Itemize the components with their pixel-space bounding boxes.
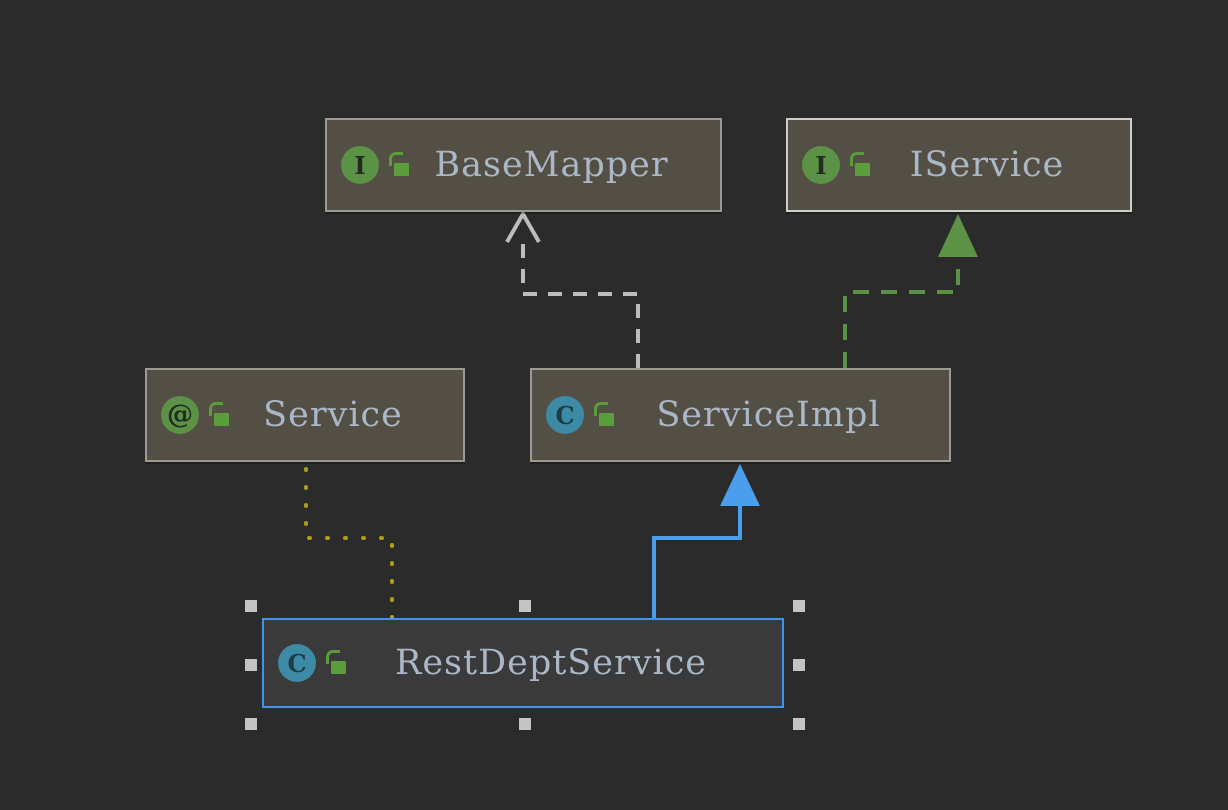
- edge-line-restdeptservice-serviceimpl: [652, 506, 742, 618]
- class-circle-icon: C: [546, 396, 584, 434]
- arrowhead-filled-triangle-iservice: [938, 214, 978, 257]
- node-service[interactable]: @ Service: [145, 368, 465, 462]
- handle-top-left[interactable]: [245, 600, 257, 612]
- node-title-service: Service: [263, 394, 403, 435]
- edge-serviceimpl-to-basemapper[interactable]: [505, 209, 640, 368]
- unlocked-padlock-icon: [848, 152, 870, 178]
- interface-circle-icon: I: [341, 146, 379, 184]
- class-circle-icon: C: [278, 644, 316, 682]
- node-title-serviceimpl: ServiceImpl: [656, 394, 881, 435]
- annotation-circle-icon: @: [161, 396, 199, 434]
- unlocked-padlock-icon: [207, 402, 229, 428]
- node-basemapper[interactable]: I BaseMapper: [325, 118, 722, 212]
- edge-restdeptservice-to-serviceimpl[interactable]: [652, 464, 760, 618]
- handle-middle-left[interactable]: [245, 659, 257, 671]
- node-restdeptservice[interactable]: C RestDeptService: [262, 618, 784, 708]
- handle-bottom-left[interactable]: [245, 718, 257, 730]
- edge-restdeptservice-to-service[interactable]: [304, 462, 394, 620]
- handle-bottom-right[interactable]: [793, 718, 805, 730]
- unlocked-padlock-icon: [387, 152, 409, 178]
- edge-line-serviceimpl-basemapper: [521, 240, 640, 368]
- node-title-iservice: IService: [909, 144, 1065, 185]
- unlocked-padlock-icon: [592, 402, 614, 428]
- arrowhead-filled-triangle-serviceimpl: [720, 464, 760, 506]
- edge-serviceimpl-to-iservice[interactable]: [843, 214, 978, 368]
- interface-circle-icon: I: [802, 146, 840, 184]
- unlocked-padlock-icon: [324, 650, 346, 676]
- node-title-restdeptservice: RestDeptService: [394, 642, 708, 683]
- handle-middle-right[interactable]: [793, 659, 805, 671]
- handle-bottom-center[interactable]: [519, 718, 531, 730]
- arrowhead-hollow-triangle-basemapper: [505, 209, 541, 243]
- edge-line-restdeptservice-service: [304, 462, 394, 620]
- node-serviceimpl[interactable]: C ServiceImpl: [530, 368, 951, 462]
- node-title-basemapper: BaseMapper: [434, 144, 669, 185]
- handle-top-center[interactable]: [519, 600, 531, 612]
- node-iservice[interactable]: I IService: [786, 118, 1132, 212]
- edge-line-serviceimpl-iservice: [843, 256, 960, 368]
- handle-top-right[interactable]: [793, 600, 805, 612]
